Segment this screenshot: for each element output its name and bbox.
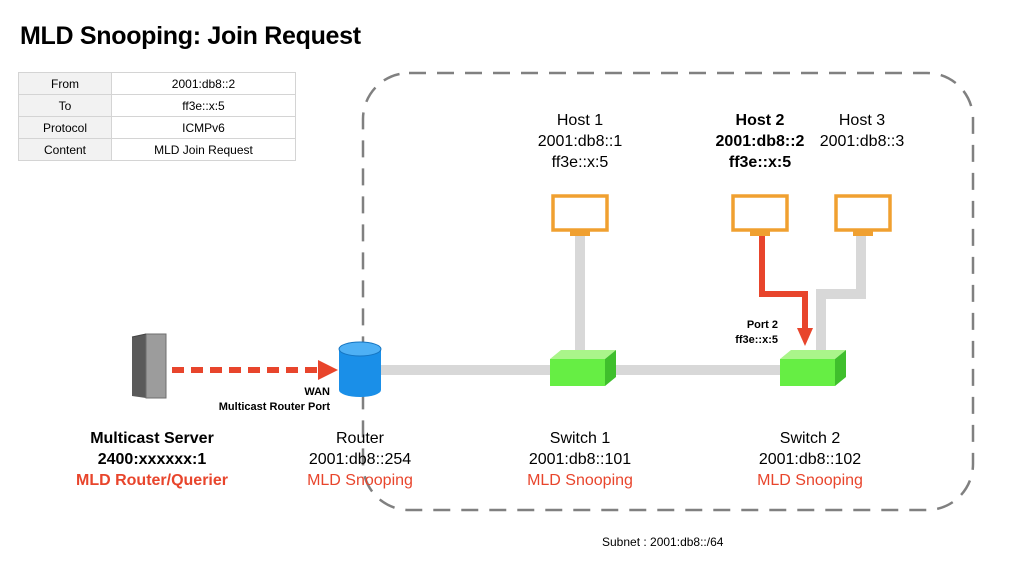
switch2-name: Switch 2 — [779, 430, 841, 447]
field-key: Protocol — [18, 116, 112, 139]
host1-monitor-icon — [551, 194, 609, 236]
subnet-boundary — [361, 71, 975, 512]
network-links — [380, 236, 866, 375]
port2-label: Port 2 ff3e::x:5 — [724, 318, 778, 348]
router-name: Router — [335, 430, 385, 447]
host1-address: 2001:db8::1 — [537, 133, 623, 150]
subnet-label: Subnet : 2001:db8::/64 — [602, 535, 724, 549]
switch2-icon — [780, 350, 846, 386]
field-value: MLD Join Request — [111, 138, 296, 161]
page-title: MLD Snooping: Join Request — [20, 22, 361, 50]
server-address: 2400:xxxxxx:1 — [97, 451, 207, 468]
multicast-router-port: Multicast Router Port — [218, 401, 330, 413]
host1-name: Host 1 — [556, 112, 604, 129]
field-key: Content — [18, 138, 112, 161]
switch1-address: 2001:db8::101 — [528, 451, 632, 468]
wan-name: WAN — [304, 386, 330, 398]
router-feature: MLD Snooping — [307, 472, 413, 489]
switch2-address: 2001:db8::102 — [758, 451, 862, 468]
host2-label: Host 2 2001:db8::2 ff3e::x:5 — [700, 110, 820, 173]
table-row: Content MLD Join Request — [18, 138, 296, 161]
port2-name: Port 2 — [746, 319, 778, 331]
host3-monitor-icon — [834, 194, 892, 236]
server-label: Multicast Server 2400:xxxxxx:1 MLD Route… — [60, 428, 244, 491]
switch1-name: Switch 1 — [549, 430, 611, 447]
switch1-feature: MLD Snooping — [527, 472, 633, 489]
host3-address: 2001:db8::3 — [819, 133, 905, 150]
router-label: Router 2001:db8::254 MLD Snooping — [290, 428, 430, 491]
host2-name: Host 2 — [735, 112, 785, 129]
switch1-label: Switch 1 2001:db8::101 MLD Snooping — [510, 428, 650, 491]
host3-label: Host 3 2001:db8::3 — [802, 110, 922, 152]
table-row: Protocol ICMPv6 — [18, 116, 296, 139]
host2-monitor-icon — [731, 194, 789, 236]
router-icon — [338, 341, 382, 397]
switch1-icon — [550, 350, 616, 386]
switch2-feature: MLD Snooping — [757, 472, 863, 489]
host3-name: Host 3 — [838, 112, 886, 129]
server-icon — [131, 333, 167, 399]
host2-group: ff3e::x:5 — [728, 154, 792, 171]
port2-group: ff3e::x:5 — [735, 334, 778, 346]
switch2-label: Switch 2 2001:db8::102 MLD Snooping — [740, 428, 880, 491]
link-host3-switch2 — [816, 236, 866, 350]
host1-group: ff3e::x:5 — [551, 154, 609, 171]
join-request-path — [759, 234, 808, 330]
router-address: 2001:db8::254 — [308, 451, 412, 468]
wan-label: WAN Multicast Router Port — [190, 385, 330, 415]
packet-info-table: From 2001:db8::2 To ff3e::x:5 Protocol I… — [18, 72, 296, 161]
host2-address: 2001:db8::2 — [715, 133, 805, 150]
server-name: Multicast Server — [90, 430, 214, 447]
server-role: MLD Router/Querier — [75, 472, 228, 489]
flow-arrowhead — [318, 360, 338, 380]
host1-label: Host 1 2001:db8::1 ff3e::x:5 — [520, 110, 640, 173]
join-arrowhead — [797, 328, 813, 346]
